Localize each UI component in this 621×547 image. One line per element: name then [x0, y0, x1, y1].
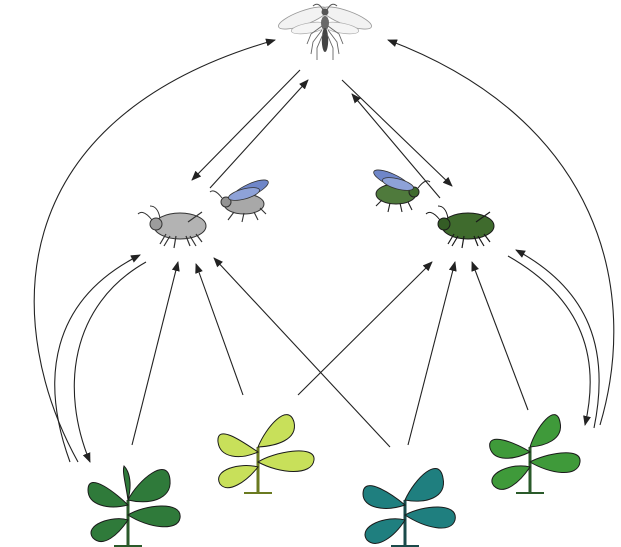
arrow-parasitoid-to-aphid-left — [192, 70, 300, 180]
plant-dark-green-icon — [88, 466, 180, 546]
aphid-green-winged-icon — [371, 166, 430, 212]
arrow-plant1-to-parasitoid — [34, 40, 275, 462]
plant-yellow-green-icon — [218, 415, 314, 493]
arrow-plant3-to-aphid-left — [214, 258, 390, 447]
arrow-plant4-to-aphid-right — [472, 262, 528, 410]
aphid-green-icon — [426, 206, 494, 248]
arrow-aphid-right-to-plant4 — [508, 256, 590, 425]
arrow-aphid-left-to-parasitoid — [210, 80, 308, 188]
arrow-plant3-to-aphid-right — [408, 262, 455, 445]
arrow-parasitoid-to-aphid-right — [342, 80, 452, 186]
aphid-gray-icon — [138, 206, 206, 248]
arrow-plant4-to-parasitoid — [388, 40, 614, 425]
aphid-gray-winged-icon — [210, 176, 271, 222]
arrow-plant2-to-aphid-left — [196, 264, 243, 395]
arrow-plant2-to-aphid-right — [298, 262, 432, 395]
plant-teal-icon — [363, 468, 455, 546]
arrow-plant4-to-aphid-right-curved — [516, 250, 599, 428]
arrow-plant1-to-aphid-left-straight — [132, 262, 178, 445]
arrow-plant1-to-aphid-left — [55, 255, 140, 462]
plant-mid-green-icon — [490, 415, 580, 493]
parasitoid-wasp-icon — [276, 3, 374, 60]
arrows-layer — [34, 40, 614, 462]
